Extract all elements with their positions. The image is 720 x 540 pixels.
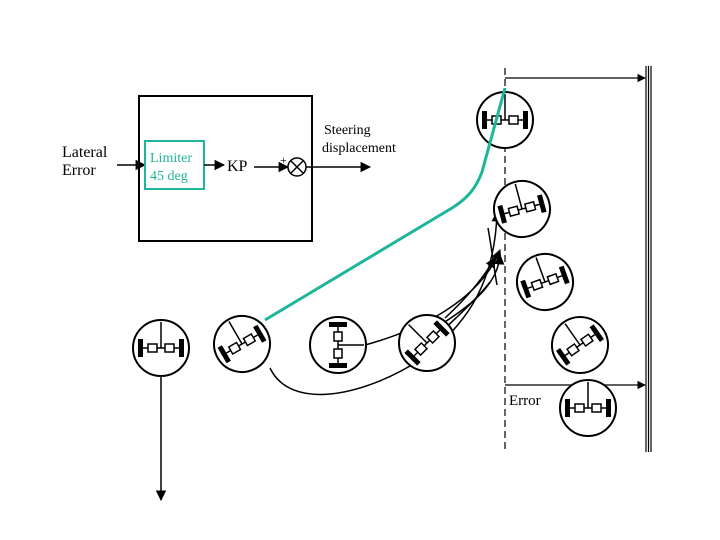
- highlighted-path: [264, 87, 507, 322]
- robot-top-view-icon: [476, 91, 534, 149]
- steering-displacement-label: Steering displacement: [322, 123, 396, 156]
- trajectory-curves: [269, 210, 505, 396]
- robot-top-view-icon: [559, 379, 617, 437]
- plus-sign: +: [280, 153, 287, 167]
- gain-label: KP: [227, 158, 248, 175]
- robot-top-view-icon: [508, 245, 582, 319]
- limiter-label: Limiter 45 deg: [150, 151, 192, 184]
- limiter-box: [144, 140, 205, 190]
- error-label: Error: [509, 393, 541, 409]
- lateral-error-label: Lateral Error: [62, 144, 108, 179]
- robot-top-view-icon: [309, 316, 367, 374]
- summing-junction-icon: [287, 157, 307, 177]
- robot-top-view-icon: [486, 173, 558, 245]
- robot-top-view-icon: [540, 305, 620, 385]
- robot-top-view-icon: [132, 319, 190, 377]
- wall: [645, 66, 652, 452]
